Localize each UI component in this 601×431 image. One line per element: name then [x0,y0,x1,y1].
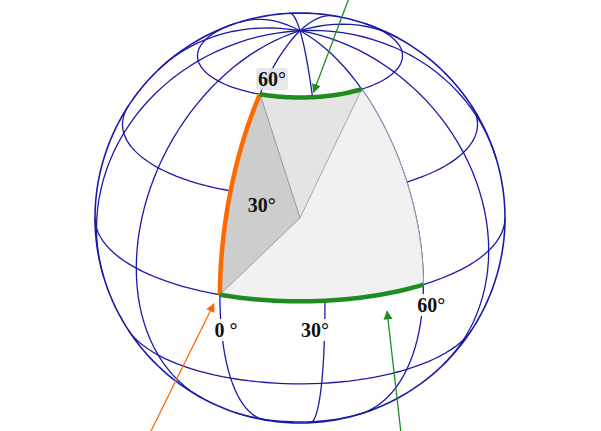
pointer-arrow [313,0,349,92]
angle-label: 30° [246,194,278,216]
sphere-patch [220,89,423,301]
grid-line [136,31,300,399]
pointer-arrow [150,304,214,431]
globe-outline [95,13,505,423]
grid-line [158,28,300,70]
longitude-arc [260,89,362,97]
angle-label: 60° [256,68,288,90]
angle-label: 60° [415,294,447,316]
grid-line [300,16,335,31]
longitude-arc [220,285,423,302]
graticule [95,13,505,422]
meridian-face [220,94,300,295]
angle-label: 0 ° [212,319,239,341]
pointer-arrow [387,311,401,431]
wedge [220,89,423,301]
grid-line [198,24,403,98]
angle-label: 30° [299,319,331,341]
grid-line [220,31,300,420]
